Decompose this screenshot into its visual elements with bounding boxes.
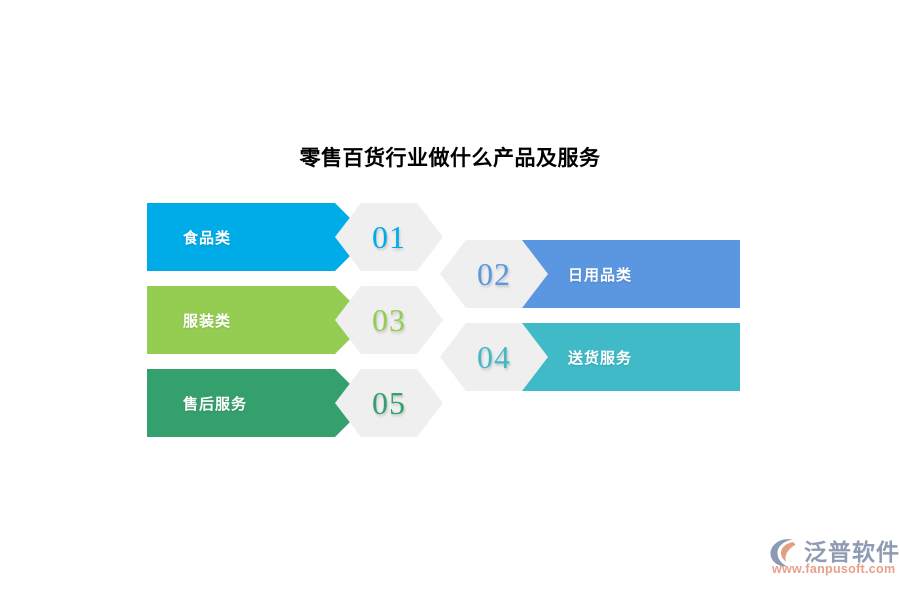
item-hexagon-01: 01 <box>335 203 443 271</box>
logo-company-name: 泛普软件 <box>804 539 900 565</box>
item-number-04: 04 <box>477 339 511 375</box>
item-label-04: 送货服务 <box>568 349 633 367</box>
item-bar-01 <box>147 203 369 271</box>
item-label-05: 售后服务 <box>183 395 248 413</box>
brand-logo[interactable]: 泛普软件 www.fanpusoft.com <box>768 533 899 585</box>
infographic-item-01[interactable]: 食品类 01 <box>147 203 457 271</box>
item-hexagon-05: 05 <box>335 369 443 437</box>
item-hexagon-03: 03 <box>335 286 443 354</box>
item-number-05: 05 <box>372 385 406 421</box>
logo-website-url: www.fanpusoft.com <box>772 562 896 576</box>
infographic-item-03[interactable]: 服装类 03 <box>147 286 457 354</box>
item-number-03: 03 <box>372 302 406 338</box>
item-label-03: 服装类 <box>183 312 232 330</box>
item-number-01: 01 <box>372 219 406 255</box>
item-bar-05 <box>147 369 369 437</box>
item-bar-03 <box>147 286 369 354</box>
page-title: 零售百货行业做什么产品及服务 <box>299 147 601 170</box>
infographic-item-04[interactable]: 送货服务 04 <box>440 323 740 391</box>
item-hexagon-04: 04 <box>440 323 548 391</box>
infographic-item-02[interactable]: 日用品类 02 <box>440 240 740 308</box>
item-hexagon-02: 02 <box>440 240 548 308</box>
item-bar-04 <box>518 323 740 391</box>
item-label-01: 食品类 <box>183 229 232 247</box>
fanpu-swoosh-icon <box>768 535 802 569</box>
item-label-02: 日用品类 <box>568 266 633 284</box>
infographic-item-05[interactable]: 售后服务 05 <box>147 369 457 437</box>
item-number-02: 02 <box>477 256 511 292</box>
item-bar-02 <box>518 240 740 308</box>
